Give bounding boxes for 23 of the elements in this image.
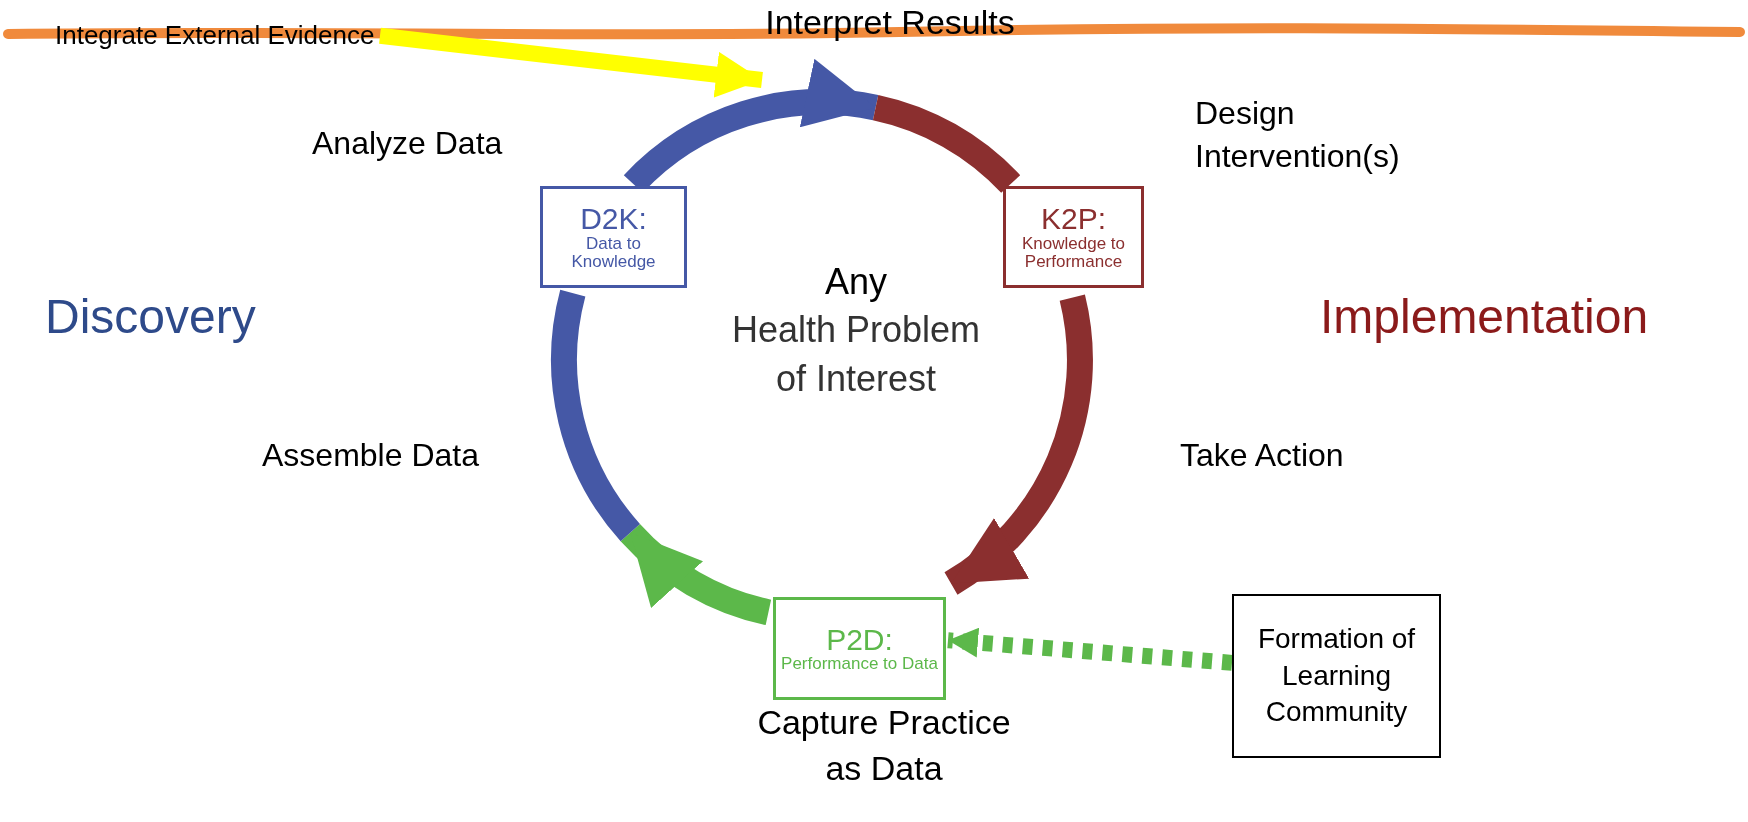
stage-box: [1003, 186, 1144, 288]
label: Assemble Data: [262, 436, 480, 475]
stage-box: [540, 186, 687, 288]
arrow: [947, 627, 1233, 671]
arrow: [943, 295, 1093, 595]
stage-code: K2P:: [1040, 203, 1106, 235]
arrow: [379, 27, 763, 98]
stage-box: [773, 597, 946, 700]
label: Design Intervention(s): [1195, 94, 1401, 177]
label: Health Problem of Interest: [730, 308, 982, 401]
label: Analyze Data: [312, 124, 504, 163]
arrow: [621, 523, 772, 625]
label: Discovery: [45, 289, 257, 345]
stage-description: Data to Knowledge: [570, 234, 657, 271]
stage-caption: Capture Practice as Data: [756, 702, 1012, 789]
label: Implementation: [1320, 289, 1650, 345]
process-box: Formation of Learning Community: [1232, 594, 1441, 758]
stage-description: Performance to Data: [780, 655, 939, 674]
stage-code: P2D:: [826, 623, 893, 656]
label: Take Action: [1180, 436, 1345, 475]
label: Any: [823, 260, 888, 304]
stage-description: Knowledge to Performance: [1021, 234, 1126, 271]
stage-code: D2K:: [580, 203, 647, 235]
